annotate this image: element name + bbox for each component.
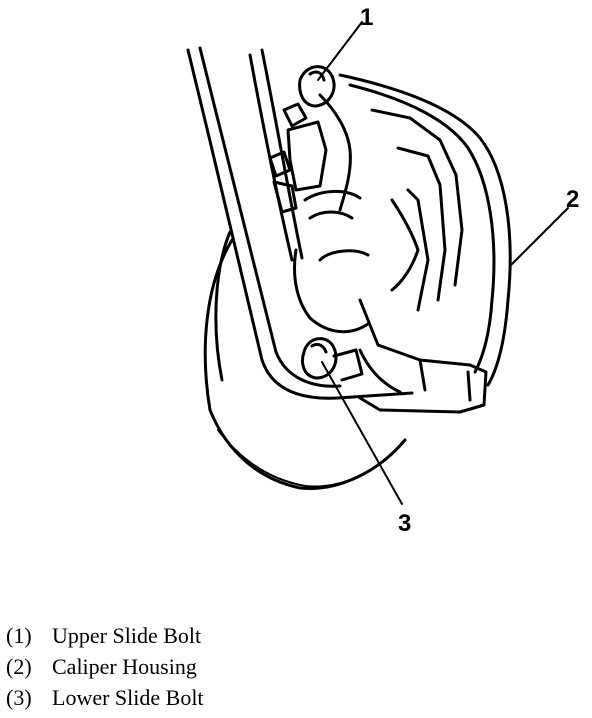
leader-line-3 [321,361,403,505]
legend-item-text: Caliper Housing [52,654,197,679]
lower-slide-bolt [301,337,364,382]
legend-item-number: (1) [6,623,32,648]
upper-slide-bolt [268,65,336,214]
caliper-housing [293,73,512,414]
legend-item: (1) Upper Slide Bolt [6,620,204,651]
callout-label-2: 2 [566,186,580,213]
legend-item-text: Lower Slide Bolt [52,685,204,710]
legend-item: (2) Caliper Housing [6,651,204,682]
callout-label-3: 3 [398,510,412,537]
legend-item-number: (3) [6,685,32,710]
leader-line-1 [317,21,363,81]
caliper-illustration [186,21,569,505]
leader-line-2 [509,207,569,267]
legend-item: (3) Lower Slide Bolt [6,682,204,713]
leader-lines [317,21,569,505]
legend-item-text: Upper Slide Bolt [52,623,202,648]
parts-legend: (1) Upper Slide Bolt (2) Caliper Housing (… [6,620,204,713]
legend-item-number: (2) [6,654,32,679]
callout-label-1: 1 [360,4,374,31]
brake-rotor [203,230,407,490]
